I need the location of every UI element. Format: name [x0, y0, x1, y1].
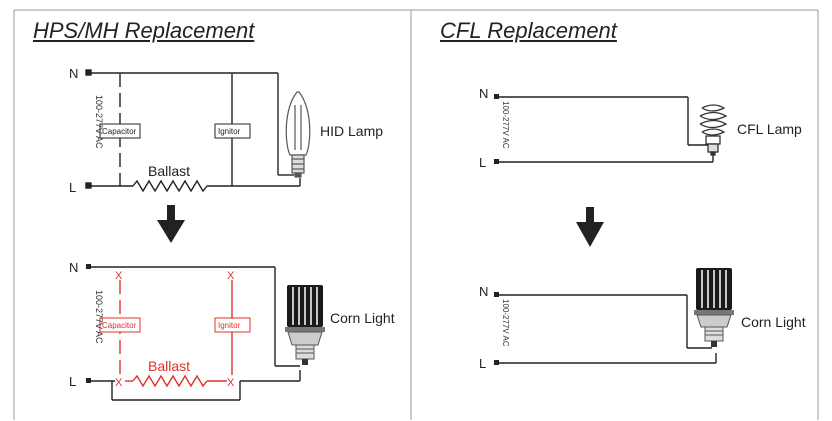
cfl-lamp-label: CFL Lamp [737, 121, 802, 137]
n-terminal [86, 264, 91, 269]
ballast-label: Ballast [148, 358, 190, 374]
ignitor-box-removed [214, 317, 251, 333]
capacitor-label: Capacitor [102, 321, 137, 330]
cut-mark: X [227, 377, 235, 389]
l-label: L [69, 374, 76, 389]
voltage-label: 100-277V AC [501, 299, 510, 347]
ignitor-box [214, 123, 251, 139]
cut-mark: X [115, 270, 123, 282]
cfl-title: CFL Replacement [440, 18, 617, 43]
l-label: L [69, 180, 76, 195]
n-terminal [494, 94, 499, 99]
n-label: N [69, 260, 78, 275]
n-label: N [479, 284, 488, 299]
hid-lamp-icon [285, 91, 311, 178]
voltage-label: 100-277V AC [94, 290, 104, 344]
n-terminal [494, 292, 499, 297]
ignitor-label: Ignitor [218, 127, 241, 136]
capacitor-box [99, 123, 141, 139]
l-terminal [85, 182, 92, 189]
ignitor-label: Ignitor [218, 321, 241, 330]
cut-mark: X [115, 377, 123, 389]
n-label: N [69, 66, 78, 81]
l-terminal [494, 159, 499, 164]
n-label: N [479, 86, 488, 101]
corn-light-label: Corn Light [741, 314, 806, 330]
voltage-label: 100-277V AC [501, 101, 510, 149]
hid-lamp-label: HID Lamp [320, 123, 383, 139]
cut-mark: X [227, 270, 235, 282]
corn-light-icon [285, 285, 325, 365]
corn-light-label: Corn Light [330, 310, 395, 326]
down-arrow-icon [576, 207, 604, 247]
n-terminal [85, 69, 92, 76]
l-label: L [479, 155, 486, 170]
down-arrow-icon [157, 205, 185, 243]
capacitor-box-removed [99, 317, 141, 333]
cfl-lamp-icon [699, 104, 728, 156]
voltage-label: 100-277V AC [94, 95, 104, 149]
l-terminal [86, 378, 91, 383]
l-label: L [479, 356, 486, 371]
hps-before-circuit [85, 69, 301, 193]
ballast-label: Ballast [148, 163, 190, 179]
capacitor-label: Capacitor [102, 127, 137, 136]
hps-mh-title: HPS/MH Replacement [33, 18, 255, 43]
panel-borders [13, 9, 819, 420]
corn-light-icon [694, 268, 734, 347]
l-terminal [494, 360, 499, 365]
cfl-before-circuit [494, 94, 714, 164]
cfl-after-circuit [494, 292, 717, 365]
